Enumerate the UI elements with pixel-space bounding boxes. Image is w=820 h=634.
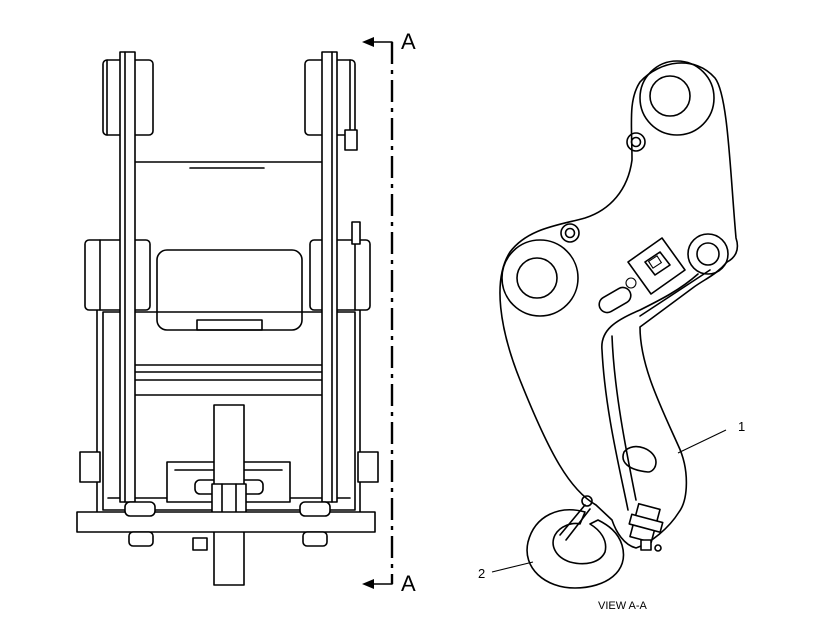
left-side-plate [79,51,154,503]
quick-coupler-plate [499,62,739,549]
callout-2-label: 2 [478,566,485,581]
hook-plate [166,404,291,586]
callout-1-label: 1 [738,419,745,434]
right-side-plate [304,51,379,503]
upper-pin-bore [639,60,715,136]
grease-fitting-lower [560,223,580,243]
callout-1-leader [677,429,727,454]
hook-cavity [601,273,699,511]
view-caption: VIEW A-A [598,600,648,612]
bottom-rail [76,501,376,547]
lock-valve [628,502,664,552]
section-line [362,37,394,589]
wedge-pin [687,233,729,275]
lower-pin-bore [501,239,579,317]
callout-2-leader [491,561,534,573]
center-window [156,249,303,331]
slot [598,286,632,314]
safety-hook [526,495,625,589]
grease-fitting-upper [626,132,646,152]
section-mark-top: A [401,29,416,54]
instruction-decal [625,237,686,295]
plan-view: A A [76,29,416,596]
section-view: 1 2 VIEW A-A [478,60,745,612]
section-mark-bottom: A [401,571,416,596]
